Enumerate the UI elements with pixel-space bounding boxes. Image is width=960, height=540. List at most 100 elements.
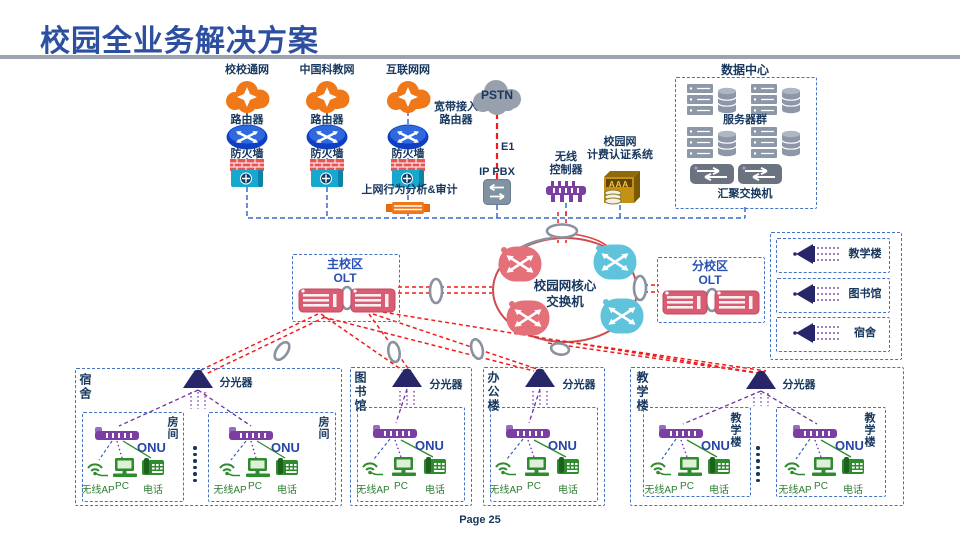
building-label-2: 图书馆 — [848, 288, 882, 300]
splitter-icon-4 — [746, 370, 776, 389]
building-label-3: 宿舍 — [854, 327, 876, 339]
ap-icon-4a — [650, 462, 672, 476]
ippbx-label: IP PBX — [479, 166, 515, 178]
olt-main-box — [292, 254, 400, 322]
olt-branch-label: 分校区 OLT — [691, 259, 728, 288]
section-box-library — [350, 367, 472, 506]
router-icon-1 — [225, 123, 269, 151]
router-label-3: 宽带接入 路由器 — [434, 101, 478, 126]
olt-icon-branch-1 — [662, 290, 708, 315]
pc-icon-3 — [525, 457, 549, 476]
olt-main-label: 主校区 OLT — [326, 257, 363, 286]
cloud-label-3: 互联网网 — [386, 64, 430, 76]
server-group-icon-1 — [686, 83, 737, 116]
firewall-label-2: 防火墙 — [310, 148, 344, 160]
ellipsis-dots-4 — [756, 446, 760, 482]
phone-label-4b: 电话 — [843, 485, 863, 496]
onu-icon-2 — [373, 425, 417, 438]
speaker-icon-3 — [792, 322, 842, 344]
phone-label-1b: 电话 — [277, 485, 297, 496]
ap-label-2: 无线AP — [356, 485, 390, 496]
pc-icon-4a — [678, 457, 702, 476]
building-label-1: 教学楼 — [848, 248, 882, 260]
audit-label: 上网行为分析&审计 — [361, 184, 458, 196]
router-icon-3 — [386, 123, 430, 151]
room-box-1b — [208, 412, 336, 502]
section-label-dorm: 宿舍 — [78, 373, 92, 401]
core-switch-icon-2 — [592, 243, 638, 281]
ap-icon-1a — [87, 463, 109, 477]
title-divider — [0, 55, 960, 59]
splitter-icon-1 — [183, 369, 213, 388]
splitter-label-3: 分光器 — [562, 379, 596, 391]
ap-label-4b: 无线AP — [778, 485, 812, 496]
ap-label-3: 无线AP — [489, 485, 523, 496]
datacenter-box — [675, 77, 817, 209]
onu-icon-1a — [95, 427, 139, 440]
firewall-icon-2 — [309, 158, 345, 188]
phone-icon-1b — [276, 458, 298, 475]
phone-label-1a: 电话 — [143, 485, 163, 496]
core-switch-icon-1 — [497, 245, 543, 283]
server-group-icon-2 — [750, 83, 801, 116]
splitter-label-4: 分光器 — [782, 379, 816, 391]
pc-icon-2 — [392, 457, 416, 476]
firewall-label-3: 防火墙 — [391, 148, 425, 160]
splitter-label-1: 分光器 — [219, 377, 253, 389]
ap-icon-1b — [219, 463, 241, 477]
pc-label-4b: PC — [814, 481, 828, 492]
pc-icon-4b — [812, 457, 836, 476]
router-label-1: 路由器 — [230, 114, 264, 126]
section-box-dorm — [75, 368, 342, 506]
olt-icon-main-1 — [298, 288, 344, 313]
pc-icon-1a — [113, 458, 137, 477]
page-title: 校园全业务解决方案 — [40, 25, 319, 58]
speaker-icon-1 — [792, 243, 842, 265]
section-box-office — [483, 367, 605, 506]
page-number: Page 25 — [459, 514, 501, 526]
onu-icon-4a — [659, 425, 703, 438]
room-label-1a: 房间 — [166, 416, 178, 440]
ippbx-icon — [482, 178, 512, 206]
speaker-icon-2 — [792, 283, 842, 305]
onu-label-4a: ONU — [701, 438, 730, 453]
section-box-teaching — [630, 367, 904, 506]
pc-label-1b: PC — [248, 481, 262, 492]
phone-label-2: 电话 — [425, 485, 445, 496]
aaa-label: 校园网 计费认证系统 — [587, 136, 653, 161]
router-icon-2 — [305, 123, 349, 151]
ap-icon-4b — [784, 462, 806, 476]
core-label: 校园网核心 交换机 — [533, 279, 597, 309]
onu-icon-1b — [229, 427, 273, 440]
building-box-2 — [776, 278, 890, 313]
ap-label-1a: 无线AP — [81, 485, 115, 496]
pc-label-3: PC — [527, 481, 541, 492]
wlc-icon — [546, 181, 586, 202]
room-box-4b — [776, 407, 886, 497]
onu-icon-3 — [506, 425, 550, 438]
server-group-icon-3 — [686, 126, 737, 159]
phone-icon-3 — [557, 457, 579, 474]
agg-switch-icon-1 — [689, 163, 735, 185]
ellipsis-dots-1 — [193, 446, 197, 482]
phone-label-3: 电话 — [558, 485, 578, 496]
phone-icon-2 — [424, 457, 446, 474]
splitter-icon-2 — [392, 368, 422, 387]
ap-icon-3 — [495, 462, 517, 476]
room-box-2 — [357, 407, 465, 502]
section-label-teaching: 教学楼 — [635, 371, 649, 413]
onu-label-1a: ONU — [137, 440, 166, 455]
pc-label-4a: PC — [680, 481, 694, 492]
splitter-label-2: 分光器 — [429, 379, 463, 391]
phone-icon-4b — [842, 457, 864, 474]
agg-switch-label: 汇聚交换机 — [717, 188, 773, 200]
wlc-label: 无线 控制器 — [549, 151, 583, 176]
room-label-1b: 房间 — [317, 416, 329, 440]
cloud-icon-1 — [226, 81, 270, 113]
olt-branch-box — [657, 257, 765, 323]
onu-label-3: ONU — [548, 438, 577, 453]
ap-label-1b: 无线AP — [213, 485, 247, 496]
router-label-2: 路由器 — [310, 114, 344, 126]
firewall-icon-1 — [229, 158, 265, 188]
